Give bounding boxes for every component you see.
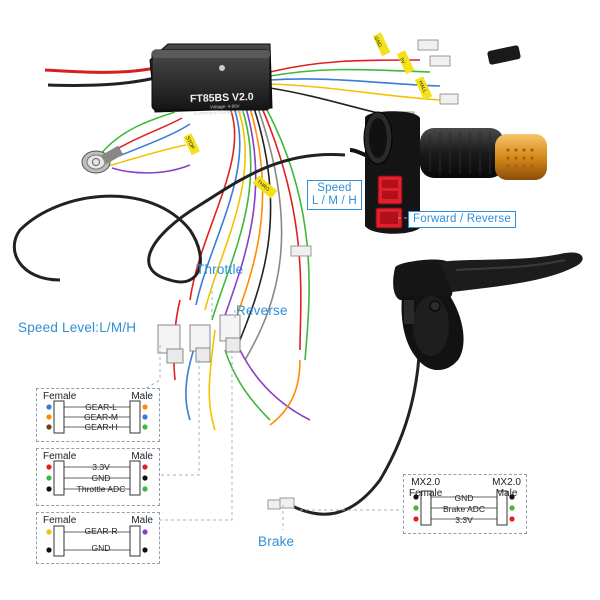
brake-male-housing [496, 490, 508, 526]
brake-male-pin-2 [509, 505, 515, 511]
brake-male-pin-3 [509, 516, 515, 522]
brake-female-pin-3 [413, 516, 419, 522]
throttle-male-pin-2 [142, 475, 148, 481]
speed-level-callout: Speed Level:L/M/H [18, 320, 137, 335]
brake-pinout-box: MX2.0 Female MX2.0 Male GND Brake ADC 3.… [403, 474, 527, 534]
reverse-male-label: Male [131, 515, 153, 526]
throttle-female-label: Female [43, 451, 77, 462]
middle-connectors [157, 245, 312, 510]
gear-male-pin-3 [142, 424, 148, 430]
reverse-female-label: Female [43, 515, 77, 526]
throttle-male-housing [129, 460, 141, 496]
controller-box [149, 43, 273, 113]
wire-tags [183, 32, 433, 199]
brake-female-pin-1 [413, 494, 419, 500]
brake-female-housing [420, 490, 432, 526]
gear-female-pin-1 [46, 404, 52, 410]
brake-lever [393, 252, 583, 371]
throttle-grip [349, 111, 547, 234]
throttle-callout: Throttle [196, 262, 244, 277]
brake-wire-1: GND [454, 493, 474, 503]
wire-bundle [173, 59, 441, 431]
reverse-male-housing [129, 525, 141, 557]
reverse-female-pin-1 [46, 529, 52, 535]
throttle-male-label: Male [131, 451, 153, 462]
black-cables [12, 152, 422, 516]
reverse-wire-1: GEAR-R [84, 526, 118, 536]
throttle-female-housing [53, 460, 65, 496]
gear-male-pin-1 [142, 404, 148, 410]
throttle-male-pin-3 [142, 486, 148, 492]
reverse-wire-2: GND [91, 543, 111, 553]
throttle-female-pin-3 [46, 486, 52, 492]
gear-male-housing [129, 400, 141, 434]
brake-female-pin-2 [413, 505, 419, 511]
reverse-pinout-box: Female Male GEAR-R GND [36, 512, 160, 564]
throttle-female-pin-1 [46, 464, 52, 470]
power-leads [44, 66, 156, 87]
gear-female-pin-2 [46, 414, 52, 420]
reverse-callout: Reverse [236, 303, 288, 318]
gear-female-housing [53, 400, 65, 434]
brake-female-label: MX2.0 Female [409, 477, 443, 499]
reverse-female-housing [53, 525, 65, 557]
gear-female-label: Female [43, 391, 77, 402]
brake-callout: Brake [258, 534, 295, 549]
speed-switch-callout: Speed L / M / H [307, 180, 362, 210]
gear-male-pin-2 [142, 414, 148, 420]
gear-female-pin-3 [46, 424, 52, 430]
brake-wire-3: 3.3V [455, 515, 473, 525]
power-button [81, 145, 124, 174]
throttle-male-pin-1 [142, 464, 148, 470]
reverse-male-pin-1 [142, 529, 148, 535]
forward-reverse-callout: Forward / Reverse [408, 211, 516, 228]
reverse-female-pin-2 [46, 547, 52, 553]
throttle-female-pin-2 [46, 475, 52, 481]
brake-wire-2: Brake ADC [442, 504, 486, 514]
reverse-male-pin-2 [142, 547, 148, 553]
brake-male-pin-1 [509, 494, 515, 500]
gear-male-label: Male [131, 391, 153, 402]
